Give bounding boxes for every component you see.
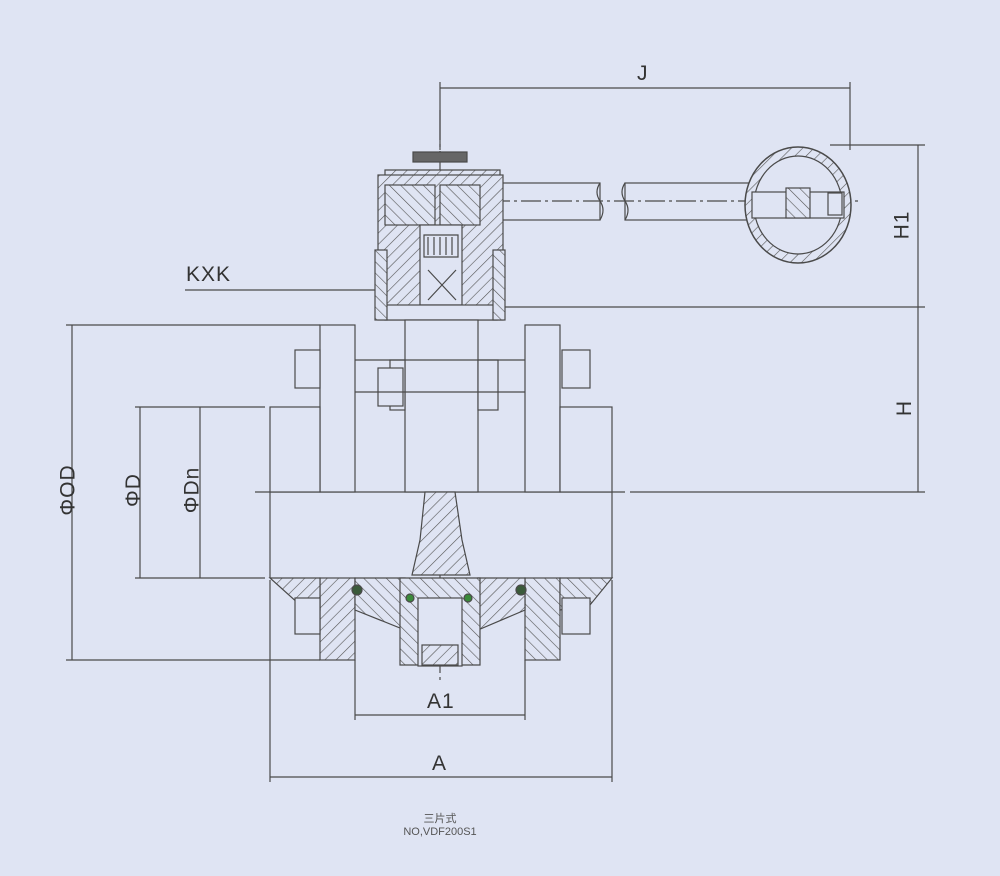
dim-a1-label: A1 bbox=[427, 690, 455, 713]
stem bbox=[404, 319, 479, 493]
valve-disc bbox=[351, 491, 527, 667]
dim-d-label: ΦD bbox=[121, 473, 145, 507]
dim-dn-label: ΦDn bbox=[180, 466, 204, 514]
dim-h1-label: H1 bbox=[890, 210, 914, 240]
dim-h-label: H bbox=[893, 399, 917, 417]
flanges bbox=[268, 324, 614, 661]
kxk-label: KXK bbox=[186, 263, 232, 286]
dim-j-label: J bbox=[637, 62, 649, 85]
dim-od-label: ΦOD bbox=[56, 464, 80, 516]
caption-model: NO,VDF200S1 bbox=[403, 826, 477, 838]
handle bbox=[489, 146, 860, 264]
actuator-head bbox=[374, 151, 506, 321]
caption-type: 三片式 bbox=[423, 813, 457, 825]
dim-a-label: A bbox=[432, 752, 448, 775]
